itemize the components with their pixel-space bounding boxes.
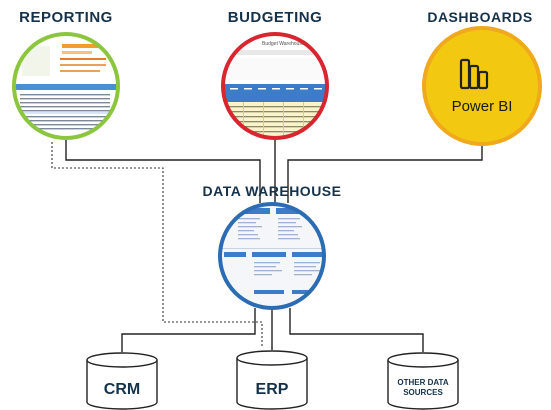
reporting-thumbnail bbox=[14, 34, 118, 138]
power-bi-label: Power BI bbox=[452, 98, 513, 115]
power-bi-icon bbox=[459, 58, 489, 90]
source-connectors bbox=[121, 308, 424, 352]
budgeting-circle: Budget Warehouse bbox=[221, 32, 329, 140]
connector-warehouse-other bbox=[289, 308, 424, 352]
other-sources-label-line2: SOURCES bbox=[403, 388, 443, 397]
warehouse-thumbnail bbox=[220, 204, 324, 308]
connector-reporting-warehouse bbox=[65, 140, 261, 203]
connector-dashboards-warehouse bbox=[287, 146, 483, 203]
reporting-label: REPORTING bbox=[19, 9, 113, 26]
data-warehouse-label: DATA WAREHOUSE bbox=[202, 183, 342, 199]
dotted-connector-reporting-erp bbox=[51, 142, 263, 348]
crm-label: CRM bbox=[104, 381, 140, 398]
budgeting-label: BUDGETING bbox=[227, 9, 323, 26]
other-sources-database: OTHER DATA SOURCES bbox=[387, 352, 459, 410]
budget-thumb-title: Budget Warehouse bbox=[262, 41, 305, 47]
erp-label: ERP bbox=[256, 381, 289, 398]
budgeting-thumbnail: Budget Warehouse bbox=[223, 34, 327, 138]
erp-database: ERP bbox=[236, 350, 308, 410]
reporting-circle bbox=[12, 32, 120, 140]
other-sources-label-line1: OTHER DATA bbox=[397, 378, 448, 387]
crm-database: CRM bbox=[86, 352, 158, 410]
dashboards-label: DASHBOARDS bbox=[427, 9, 533, 25]
connector-warehouse-crm bbox=[121, 308, 256, 352]
data-warehouse-circle bbox=[218, 202, 326, 310]
connector-lines bbox=[65, 140, 483, 203]
dashboards-circle: Power BI bbox=[422, 26, 542, 146]
